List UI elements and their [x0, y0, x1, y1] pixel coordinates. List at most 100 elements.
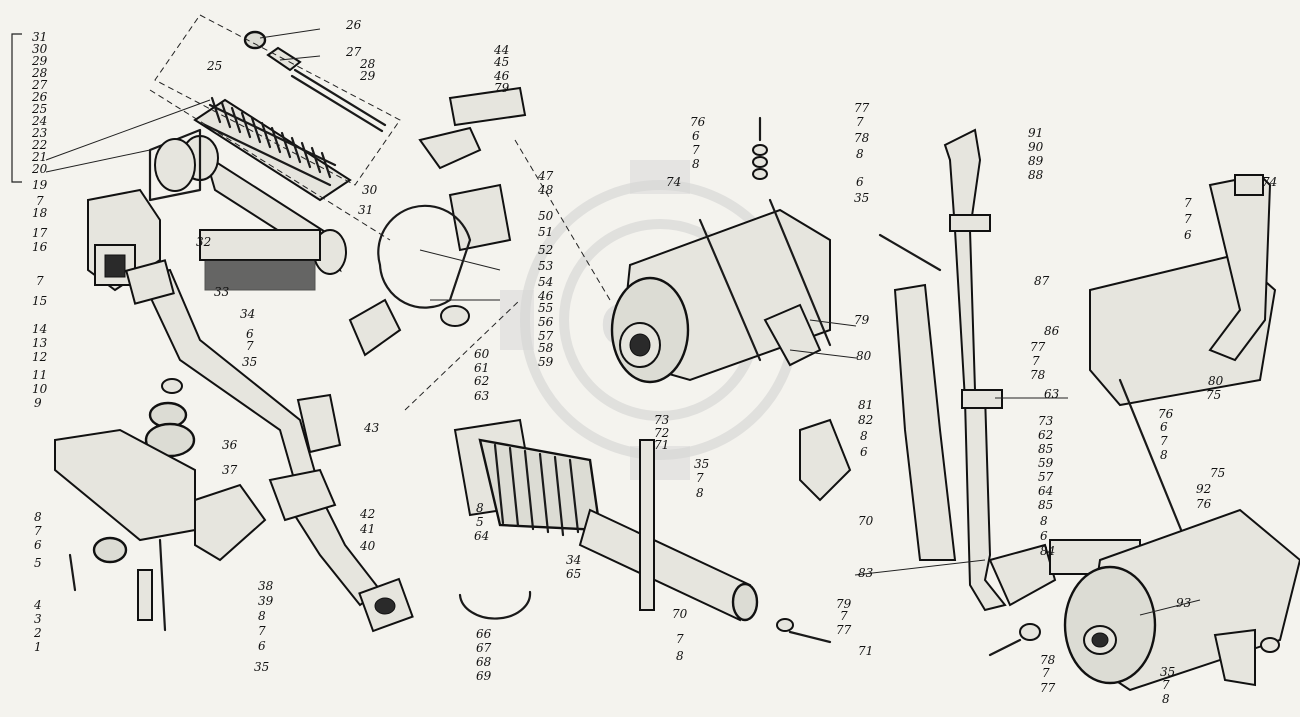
callout-number: 80	[856, 349, 872, 363]
callout-number: 7	[676, 632, 684, 646]
callout-number: 24	[31, 114, 47, 128]
callout-number: 26	[31, 90, 48, 104]
callout-number: 7	[1160, 434, 1168, 448]
callout-number: 26	[345, 18, 362, 32]
callout-number: 46	[493, 69, 510, 83]
callout-number: 34	[566, 553, 581, 567]
callout-number: 33	[214, 285, 230, 299]
callout-number: 62	[474, 374, 489, 388]
callout-labels: 3130292827262524232221201971817167151413…	[31, 18, 1277, 706]
callout-number: 35	[854, 191, 869, 205]
callout-number: 8	[856, 147, 864, 161]
callout-number: 8	[34, 510, 42, 524]
callout-number: 13	[32, 336, 48, 350]
callout-number: 77	[1030, 340, 1046, 354]
callout-number: 70	[672, 607, 688, 621]
callout-number: 86	[1044, 324, 1060, 338]
callout-number: 63	[1044, 387, 1060, 401]
callout-number: 68	[476, 655, 492, 669]
callout-number: 7	[258, 624, 266, 638]
callout-number: 58	[538, 341, 554, 355]
callout-number: 7	[36, 274, 44, 288]
callout-number: 46	[537, 289, 554, 303]
callout-number: 7	[246, 339, 254, 353]
callout-number: 1	[34, 640, 42, 654]
callout-number: 14	[32, 322, 47, 336]
callout-number: 7	[1184, 196, 1192, 210]
callout-number: 76	[690, 115, 706, 129]
callout-number: 91	[1028, 126, 1043, 140]
callout-number: 77	[836, 623, 852, 637]
callout-number: 27	[345, 45, 362, 59]
callout-number: 35	[242, 355, 257, 369]
callout-number: 83	[858, 566, 874, 580]
callout-number: 69	[476, 669, 492, 683]
callout-number: 7	[34, 524, 42, 538]
callout-number: 17	[32, 226, 48, 240]
callout-number: 59	[538, 355, 554, 369]
callout-number: 54	[538, 275, 553, 289]
callout-number: 8	[696, 486, 704, 500]
callout-number: 34	[240, 307, 255, 321]
callout-number: 79	[836, 597, 852, 611]
callout-number: 6	[1184, 228, 1192, 242]
callout-number: 35	[1160, 665, 1175, 679]
callout-number: 60	[474, 347, 490, 361]
callout-number: 85	[1038, 442, 1053, 456]
callout-number: 7	[1032, 354, 1040, 368]
callout-number: 35	[254, 660, 269, 674]
bracket-left-top	[11, 33, 22, 183]
exhaust-down-pipe	[125, 259, 414, 633]
callout-number: 12	[32, 350, 47, 364]
callout-number: 5	[476, 515, 484, 529]
callout-number: 37	[222, 463, 238, 477]
callout-number: 22	[31, 138, 47, 152]
callout-number: 7	[856, 115, 864, 129]
callout-number: 25	[31, 102, 47, 116]
callout-number: 8	[476, 501, 484, 515]
callout-number: 80	[1208, 374, 1224, 388]
rear-muffler	[1089, 173, 1277, 652]
callout-number: 21	[31, 150, 47, 164]
callout-number: 64	[1038, 484, 1053, 498]
callout-number: 39	[258, 594, 274, 608]
callout-number: 7	[1184, 212, 1192, 226]
callout-number: 38	[258, 579, 274, 593]
callout-number: 23	[31, 126, 48, 140]
callout-number: 53	[538, 259, 554, 273]
callout-number: 6	[1160, 420, 1168, 434]
callout-number: 30	[362, 183, 378, 197]
callout-number: 64	[474, 529, 489, 543]
callout-number: 29	[31, 54, 48, 68]
callout-number: 70	[858, 514, 874, 528]
callout-number: 7	[36, 194, 44, 208]
rubber-mount-stack	[54, 378, 267, 632]
callout-number: 75	[1206, 388, 1221, 402]
callout-number: 87	[1034, 274, 1050, 288]
callout-number: 5	[34, 556, 42, 570]
callout-number: 57	[1038, 470, 1054, 484]
callout-number: 41	[359, 522, 375, 536]
callout-number: 45	[493, 55, 509, 69]
callout-number: 4	[33, 598, 42, 612]
callout-number: 28	[31, 66, 48, 80]
callout-number: 6	[34, 538, 42, 552]
callout-number: 6	[856, 175, 864, 189]
callout-number: 6	[258, 639, 266, 653]
callout-number: 8	[1040, 514, 1048, 528]
callout-number: 75	[1210, 466, 1225, 480]
callout-number: 56	[538, 315, 554, 329]
callout-number: 29	[359, 69, 376, 83]
callout-number: 16	[32, 240, 48, 254]
callout-number: 59	[1038, 456, 1054, 470]
callout-number: 73	[1038, 414, 1054, 428]
callout-number: 79	[494, 81, 510, 95]
callout-number: 71	[654, 438, 669, 452]
callout-number: 8	[1160, 448, 1168, 462]
vertical-bracket-strap	[799, 233, 957, 561]
callout-number: 42	[359, 507, 375, 521]
callout-number: 43	[363, 421, 380, 435]
callout-number: 90	[1028, 140, 1044, 154]
